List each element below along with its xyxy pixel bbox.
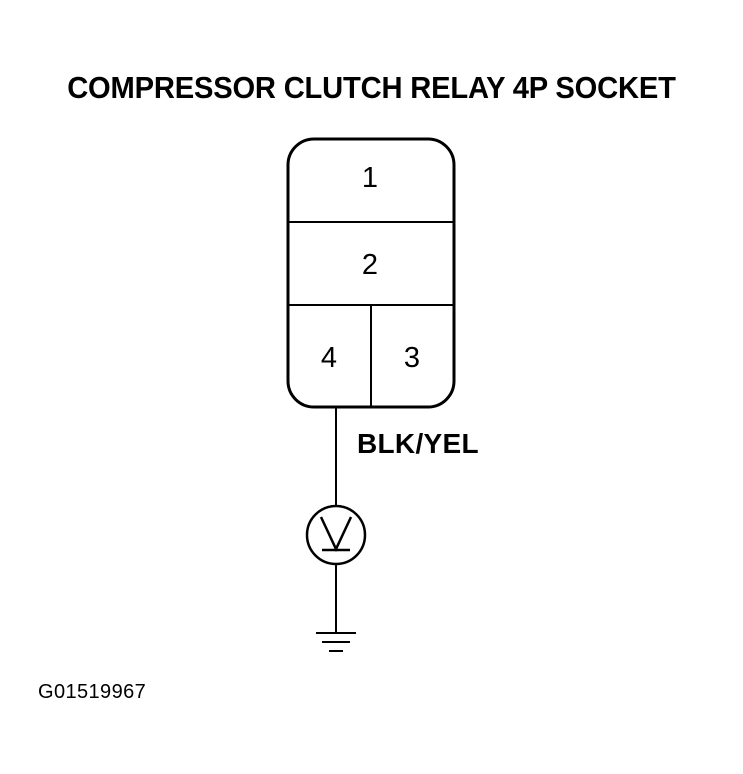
wire-color-label: BLK/YEL: [357, 428, 479, 459]
voltmeter-icon: [305, 504, 367, 566]
figure-id: G01519967: [38, 681, 147, 703]
pin-4-label: 4: [321, 342, 337, 374]
ground-icon: [316, 632, 356, 652]
diagram-title: COMPRESSOR CLUTCH RELAY 4P SOCKET: [67, 70, 676, 105]
pin-1-label: 1: [362, 162, 378, 194]
pin-3-label: 3: [404, 342, 420, 374]
connector-4p-socket: 1 2 4 3: [286, 137, 456, 409]
pin-2-label: 2: [362, 249, 378, 281]
